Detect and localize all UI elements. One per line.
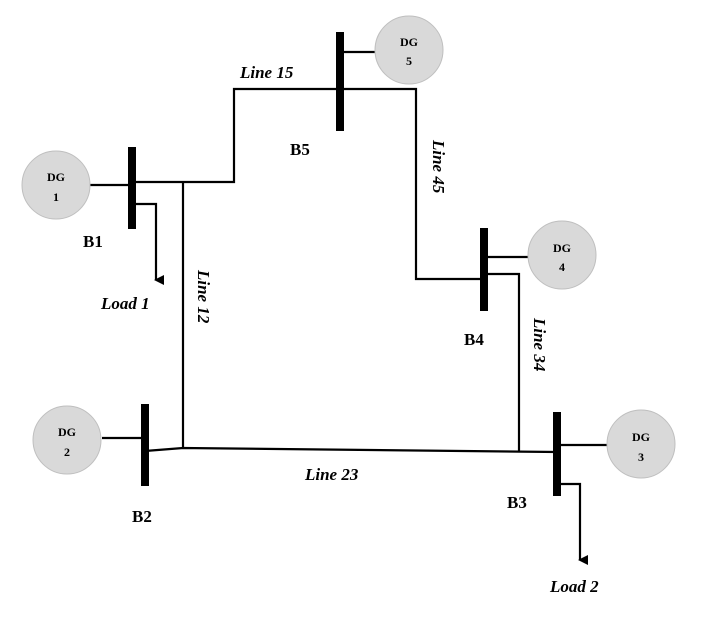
- bus-b2-label: B2: [132, 507, 152, 526]
- bus-b1-label: B1: [83, 232, 103, 251]
- generator-dg3-circle: [606, 409, 676, 479]
- generator-dg4-label: DG: [553, 241, 571, 255]
- generator-dg1-circle: [21, 150, 91, 220]
- generator-dg4-circle: [527, 220, 597, 290]
- generator-dg5-number: 5: [406, 54, 412, 68]
- bus-b5-label: B5: [290, 140, 310, 159]
- generator-dg2-number: 2: [64, 445, 70, 459]
- generator-dg4-number: 4: [559, 260, 565, 274]
- generator-dg5: DG 5: [374, 15, 444, 85]
- generator-dg2: DG 2: [32, 405, 102, 475]
- line-45-label: Line 45: [429, 139, 448, 194]
- line-23-label: Line 23: [304, 465, 359, 484]
- bus-b4-label: B4: [464, 330, 484, 349]
- bus-b3-label: B3: [507, 493, 527, 512]
- load-1-label: Load 1: [100, 294, 150, 313]
- generator-dg5-circle: [374, 15, 444, 85]
- generator-dg1-label: DG: [47, 170, 65, 184]
- load-2-arrow: [557, 482, 588, 565]
- line-23-wire: [144, 446, 558, 454]
- generator-dg1: DG 1: [21, 150, 91, 220]
- load-2-label: Load 2: [549, 577, 599, 596]
- generator-dg3-label: DG: [632, 430, 650, 444]
- generator-dg2-circle: [32, 405, 102, 475]
- line-15-label: Line 15: [239, 63, 294, 82]
- generator-dg3: DG 3: [606, 409, 676, 479]
- generator-dg3-number: 3: [638, 450, 644, 464]
- generator-dg4: DG 4: [527, 220, 597, 290]
- line-12-label: Line 12: [194, 269, 213, 324]
- generator-dg5-label: DG: [400, 35, 418, 49]
- generator-dg2-label: DG: [58, 425, 76, 439]
- line-34-wire: [484, 272, 521, 452]
- line-34-label: Line 34: [530, 317, 549, 371]
- generator-dg1-number: 1: [53, 190, 59, 204]
- load-1-arrow: [132, 202, 164, 285]
- line-15-wire: [132, 87, 340, 184]
- line-45-wire: [340, 87, 484, 281]
